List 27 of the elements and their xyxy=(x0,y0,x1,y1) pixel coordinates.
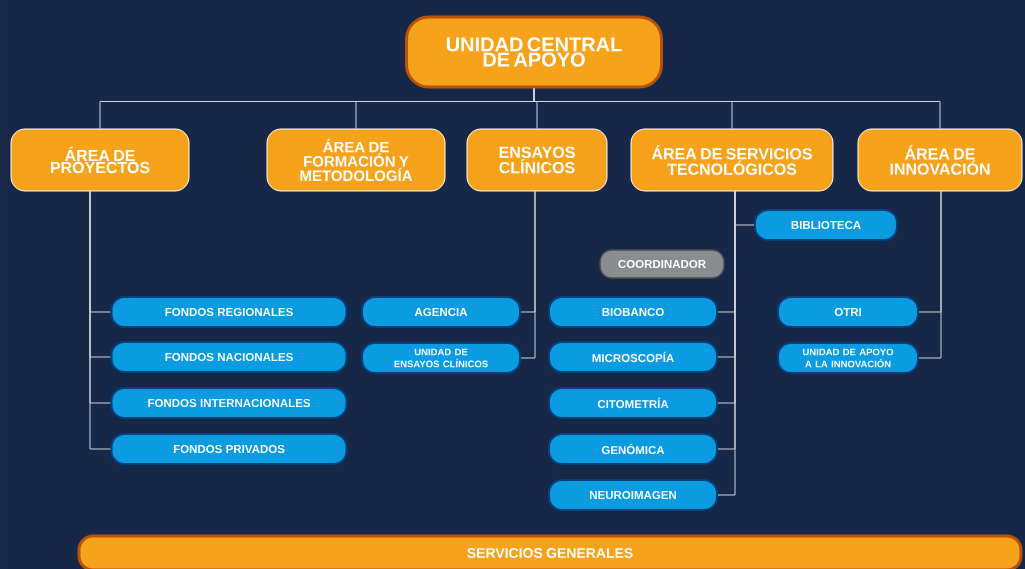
area-box: ÁREA DE INNOVACIÓN xyxy=(857,128,1023,192)
unit-box: GENÓMICA xyxy=(548,433,718,465)
unit-box: MICROSCOPÍA xyxy=(548,341,718,373)
area-box: ENSAYOS CLÍNICOS xyxy=(466,128,608,192)
connector-line xyxy=(717,190,736,496)
area-box: ÁREA DE FORMACIÓN Y METODOLOGÍA xyxy=(266,128,446,192)
unit-box: FONDOS NACIONALES xyxy=(110,341,348,373)
unit-box: OTRI xyxy=(777,296,919,328)
connector-line xyxy=(918,190,942,359)
unit-box: AGENCIA xyxy=(361,296,521,328)
unit-box: UNIDAD DE ENSAYOS CLÍNICOS xyxy=(361,342,521,374)
connector-line xyxy=(89,190,111,450)
title-box: UNIDAD CENTRAL DE APOYO xyxy=(405,15,663,89)
unit-box: FONDOS INTERNACIONALES xyxy=(110,387,348,419)
connector-line xyxy=(533,88,941,129)
area-box: ÁREA DE PROYECTOS xyxy=(10,128,190,192)
coordinator-box: COORDINADOR xyxy=(599,249,725,279)
footer-bar: SERVICIOS GENERALES xyxy=(77,534,1023,569)
unit-box: BIBLIOTECA xyxy=(754,209,898,241)
unit-box: NEUROIMAGEN xyxy=(548,479,718,511)
unit-box: FONDOS PRIVADOS xyxy=(110,433,348,465)
unit-box: CITOMETRÍA xyxy=(548,387,718,419)
area-box: ÁREA DE SERVICIOS TECNOLÓGICOS xyxy=(630,128,834,192)
unit-box: BIOBANCO xyxy=(548,296,718,328)
connector-line xyxy=(520,190,536,359)
unit-box: FONDOS REGIONALES xyxy=(110,296,348,328)
unit-box: UNIDAD DE APOYO A LA INNOVACIÓN xyxy=(777,342,919,374)
